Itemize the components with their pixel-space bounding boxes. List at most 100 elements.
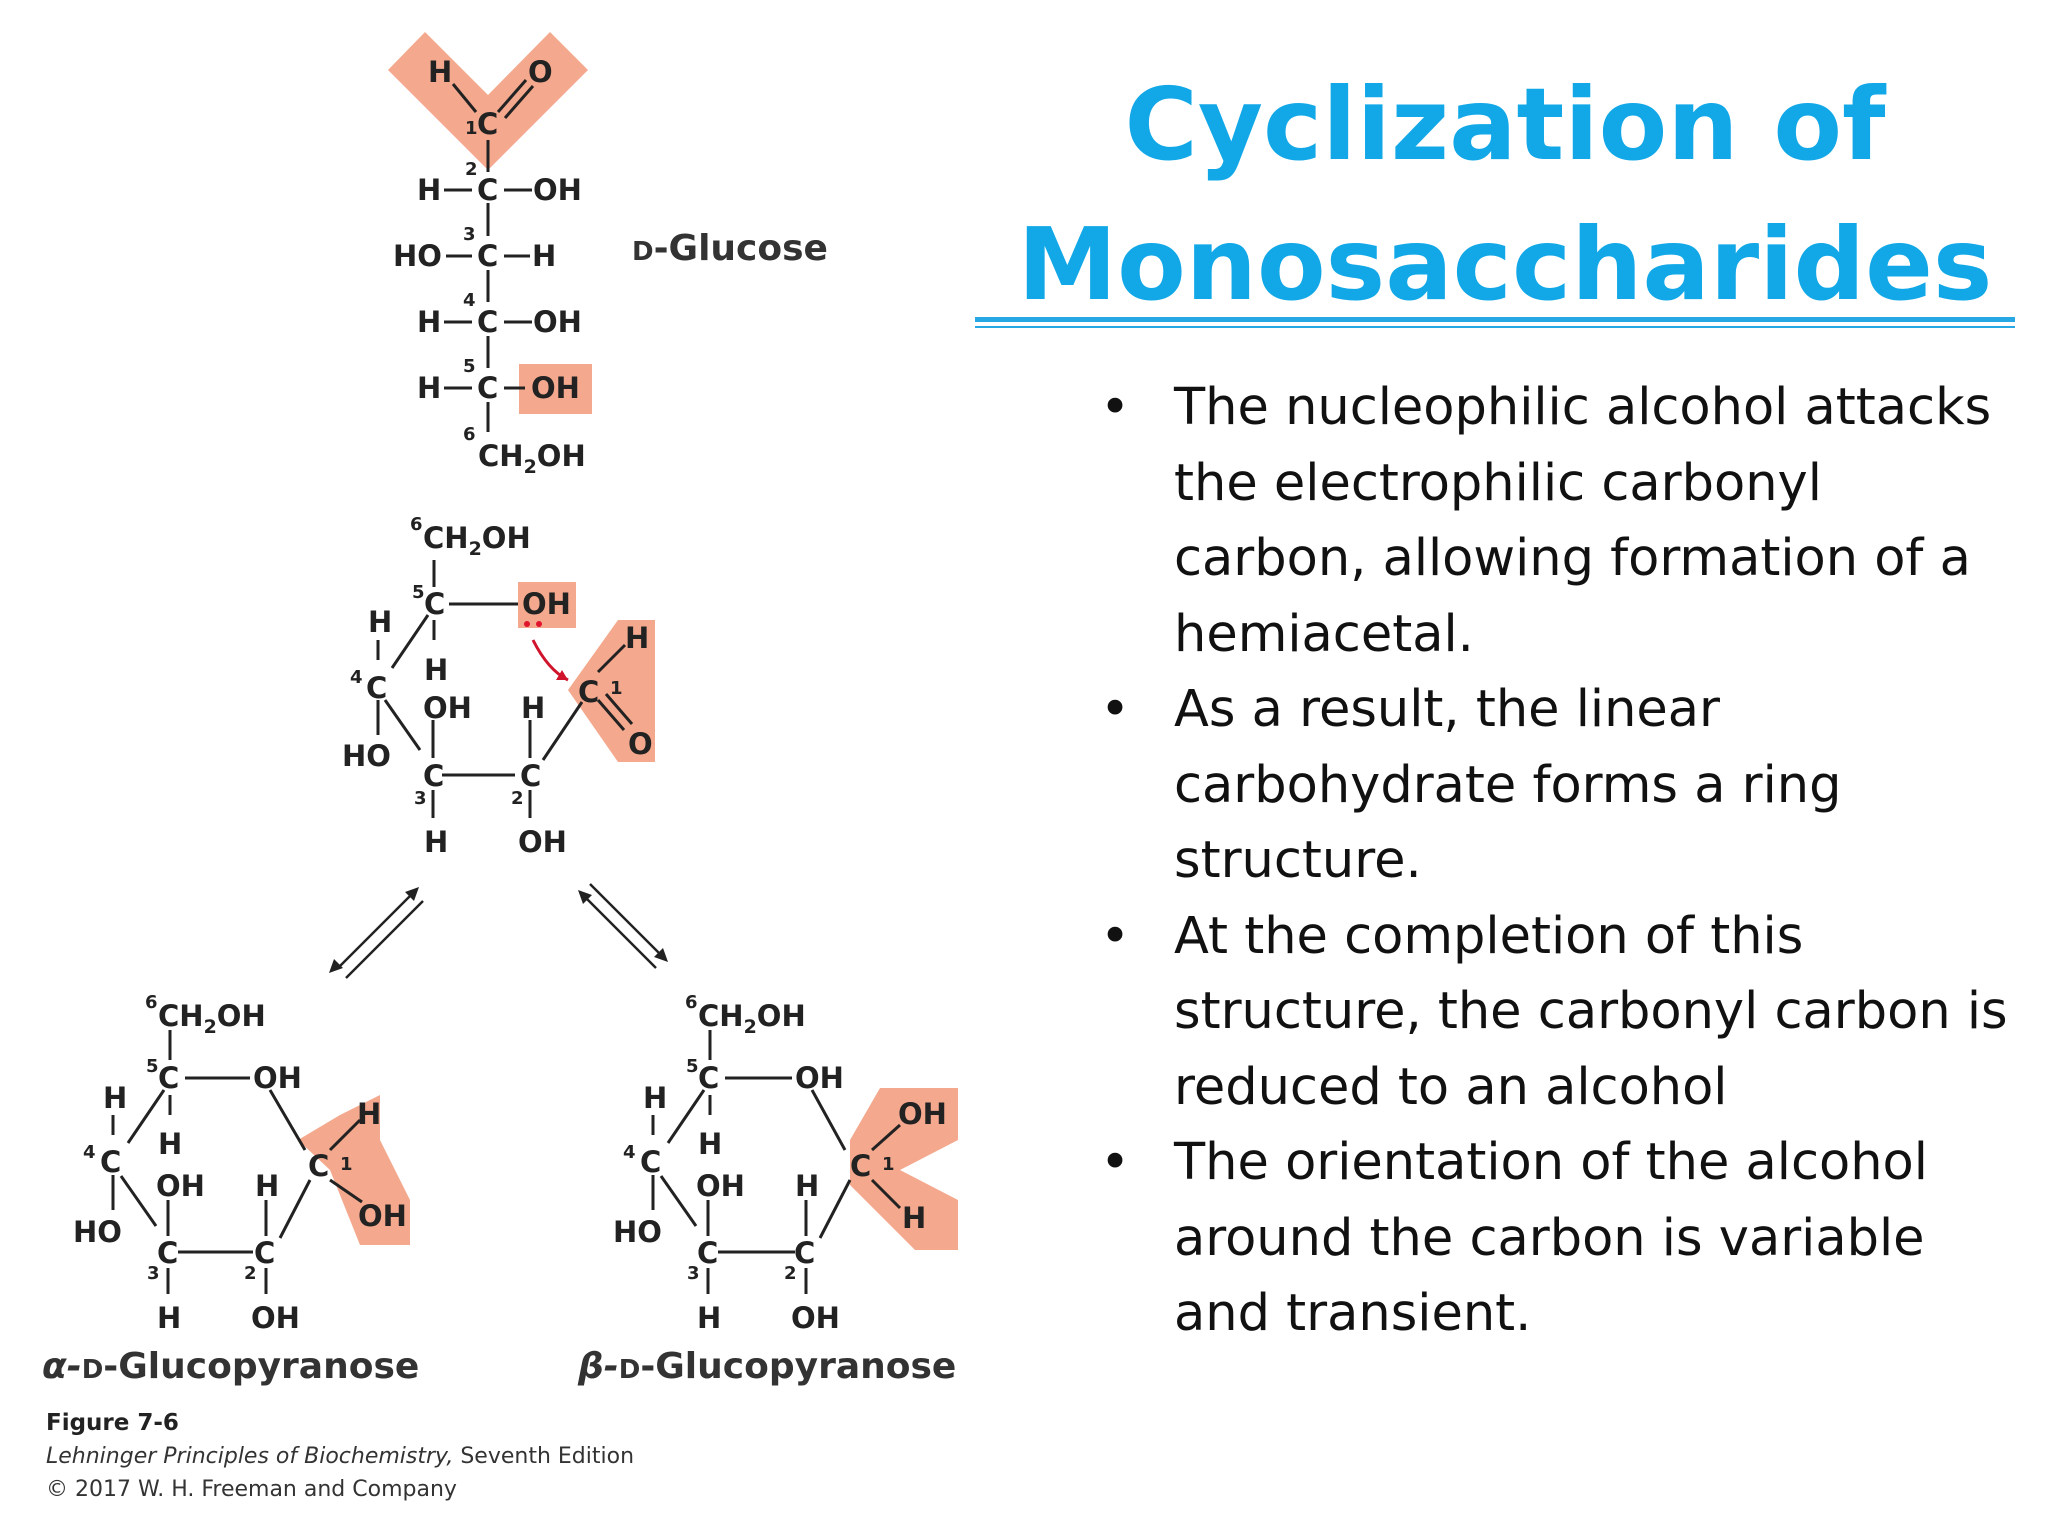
bullet-item: • The orientation of the alcohol around t…: [1100, 1125, 2020, 1352]
atom-c: C: [157, 1236, 178, 1270]
atom-h: H: [521, 691, 545, 725]
atom-oh: OH: [423, 691, 472, 725]
atom-c: C: [477, 239, 498, 273]
atom-h: H: [643, 1081, 667, 1115]
atom-c: C: [423, 759, 444, 793]
carbon-number-1: 1: [882, 1154, 895, 1175]
atom-c: C: [697, 1236, 718, 1270]
atom-oh: OH: [522, 587, 571, 621]
title-line-2: Monosaccharides: [1017, 206, 1993, 323]
carbon-number-1: 1: [340, 1154, 353, 1175]
carbon-number-4: 4: [463, 290, 476, 311]
carbon-number-5: 5: [146, 1056, 159, 1077]
atom-h: H: [795, 1169, 819, 1203]
atom-h: H: [424, 653, 448, 687]
atom-h: H: [368, 605, 392, 639]
atom-ho: HO: [613, 1215, 662, 1249]
caption-copyright: © 2017 W. H. Freeman and Company: [46, 1477, 457, 1502]
aldehyde-highlight: [388, 32, 588, 170]
carbonyl-highlight: [568, 620, 655, 762]
bullet-dot: •: [1100, 906, 1131, 966]
carbon-number-1: 1: [610, 678, 623, 699]
title-divider-thin: [975, 326, 2015, 328]
atom-h: H: [103, 1081, 127, 1115]
atom-ho: HO: [73, 1215, 122, 1249]
atom-h: H: [428, 55, 452, 89]
ch2oh-group: CH2OH: [423, 521, 531, 560]
beta-glucopyranose: 6 CH2OH 5 C OH H H 4 C OH H HO OH C 1 H …: [577, 992, 958, 1387]
bullet-item: • At the completion of this structure, th…: [1100, 899, 2020, 1126]
bullet-text: The nucleophilic alcohol attacks the ele…: [1174, 378, 1992, 664]
bullet-text: The orientation of the alcohol around th…: [1174, 1133, 1928, 1343]
atom-ho: HO: [342, 739, 391, 773]
atom-oh: OH: [696, 1169, 745, 1203]
glucose-cyclization-figure: H O C 1 2 H C OH 3 HO C H 4 H C OH 5 H C…: [42, 32, 958, 1502]
carbon-number-6: 6: [145, 992, 158, 1013]
atom-h: H: [158, 1127, 182, 1161]
atom-o: O: [628, 727, 653, 761]
atom-h: H: [255, 1169, 279, 1203]
carbon-number-4: 4: [350, 667, 363, 688]
open-chain-label: D-Glucose: [632, 228, 828, 269]
atom-c: C: [640, 1145, 661, 1179]
atom-oh: OH: [533, 173, 582, 207]
atom-oh: OH: [791, 1301, 840, 1335]
atom-c: C: [477, 107, 498, 141]
carbon-number-3: 3: [414, 788, 427, 809]
atom-c: C: [477, 371, 498, 405]
atom-h: H: [157, 1301, 181, 1335]
alpha-glucopyranose: 6 CH2OH 5 C OH H H 4 C OH H HO H C 1 OH …: [42, 992, 419, 1387]
carbon-number-4: 4: [623, 1142, 636, 1163]
slide-title: Cyclization of Monosaccharides: [975, 55, 2035, 335]
atom-h: H: [902, 1201, 926, 1235]
atom-h: H: [417, 173, 441, 207]
bullet-item: • As a result, the linear carbohydrate fo…: [1100, 672, 2020, 899]
alpha-anomeric-highlight: [298, 1095, 410, 1245]
caption-figure-number: Figure 7-6: [46, 1410, 179, 1436]
equilibrium-arrows: [329, 883, 668, 979]
atom-c: C: [477, 305, 498, 339]
alpha-label: α-D-Glucopyranose: [42, 1346, 419, 1387]
title-divider: [975, 317, 2015, 322]
carbon-number-2: 2: [244, 1263, 257, 1284]
atom-ho: HO: [393, 239, 442, 273]
bullet-dot: •: [1100, 1133, 1131, 1192]
atom-c: C: [477, 173, 498, 207]
carbon-number-2: 2: [784, 1263, 797, 1284]
atom-oh: OH: [358, 1199, 407, 1233]
carbon-number-5: 5: [463, 356, 476, 377]
carbon-number-5: 5: [686, 1056, 699, 1077]
bullet-text: As a result, the linear carbohydrate for…: [1174, 680, 1842, 890]
carbon-number-2: 2: [511, 788, 524, 809]
carbon-number-1: 1: [465, 118, 478, 139]
atom-h: H: [357, 1097, 381, 1131]
carbon-number-6: 6: [463, 424, 476, 445]
title-line-1: Cyclization of: [1124, 66, 1886, 183]
bullet-list: • The nucleophilic alcohol attacks the el…: [1100, 370, 2020, 1352]
atom-c: C: [578, 675, 599, 709]
atom-oh: OH: [518, 825, 567, 859]
atom-c: C: [158, 1061, 179, 1095]
atom-c: C: [100, 1145, 121, 1179]
ch2oh-group: CH2OH: [698, 999, 806, 1038]
carbon-number-5: 5: [412, 582, 425, 603]
atom-h: H: [417, 371, 441, 405]
atom-c: C: [794, 1236, 815, 1270]
atom-o: O: [528, 55, 553, 89]
atom-oh: OH: [898, 1097, 947, 1131]
carbon-number-3: 3: [463, 224, 476, 245]
beta-anomeric-highlight: [850, 1088, 958, 1250]
open-chain-glucose: H O C 1 2 H C OH 3 HO C H 4 H C OH 5 H C…: [388, 32, 828, 478]
atom-c: C: [520, 759, 541, 793]
atom-h: H: [697, 1301, 721, 1335]
bullet-text: At the completion of this structure, the…: [1174, 906, 2008, 1117]
bullet-dot: •: [1100, 680, 1131, 739]
atom-h: H: [424, 825, 448, 859]
caption-book-title: Lehninger Principles of Biochemistry, Se…: [46, 1444, 634, 1469]
c5-hydroxyl-highlight: [519, 364, 592, 414]
carbon-number-6: 6: [410, 514, 423, 535]
atom-oh: OH: [531, 371, 580, 405]
atom-c: C: [850, 1149, 871, 1183]
atom-c: C: [698, 1061, 719, 1095]
